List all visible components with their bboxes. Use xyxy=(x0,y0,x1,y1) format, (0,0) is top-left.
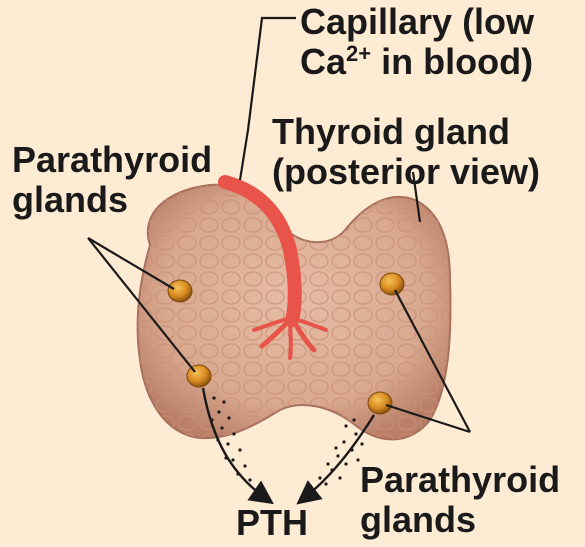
parathyroid-gland-lower-right xyxy=(368,392,392,414)
parathyroid-gland-upper-right xyxy=(380,273,404,295)
parathyroid-left-line2: glands xyxy=(12,180,212,220)
capillary-ca-text: Ca xyxy=(300,41,346,82)
thyroid-label-line2: (posterior view) xyxy=(272,152,540,192)
pth-label: PTH xyxy=(236,503,308,543)
thyroid-label: Thyroid gland (posterior view) xyxy=(272,112,540,192)
pth-label-text: PTH xyxy=(236,503,308,543)
parathyroid-right-line1: Parathyroid xyxy=(360,460,560,500)
parathyroid-label-left: Parathyroid glands xyxy=(12,140,212,220)
parathyroid-left-line1: Parathyroid xyxy=(12,140,212,180)
capillary-label-line1: Capillary (low xyxy=(300,2,534,42)
parathyroid-gland-lower-left xyxy=(187,365,211,387)
parathyroid-label-right: Parathyroid glands xyxy=(360,460,560,540)
capillary-label: Capillary (low Ca2+ in blood) xyxy=(300,2,534,82)
parathyroid-right-line2: glands xyxy=(360,500,560,540)
capillary-blood-text: in blood) xyxy=(371,41,533,82)
thyroid-label-line1: Thyroid gland xyxy=(272,112,540,152)
parathyroid-gland-upper-left xyxy=(168,280,192,302)
capillary-label-line2: Ca2+ in blood) xyxy=(300,42,534,82)
capillary-ca-charge: 2+ xyxy=(346,41,371,66)
